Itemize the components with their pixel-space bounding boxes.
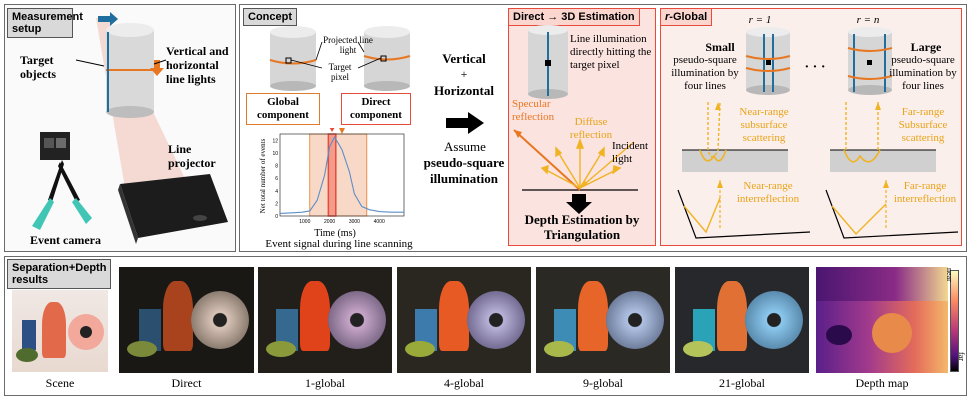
incident-label: Incident light bbox=[612, 140, 649, 165]
down-arrow-icon bbox=[566, 194, 592, 214]
r-global-tag-r: r bbox=[665, 11, 670, 23]
9-global-image bbox=[536, 267, 670, 373]
r-global-tag-rest: -Global bbox=[669, 11, 708, 23]
y-tick-label: 4 bbox=[275, 189, 278, 195]
21-global-image bbox=[675, 267, 809, 373]
global-component-box: Global component bbox=[246, 93, 320, 125]
direct-component-box: Direct component bbox=[341, 93, 411, 125]
rn-label: r = n bbox=[856, 14, 880, 26]
lights-label: Vertical and horizontal line lights bbox=[166, 44, 229, 86]
event-signal-line bbox=[279, 136, 404, 215]
depth-colorbar bbox=[950, 270, 959, 372]
line-projector-image bbox=[118, 174, 228, 244]
caption-1-global: 1-global bbox=[305, 376, 345, 390]
measurement-setup-tag: Measurement setup bbox=[7, 8, 83, 38]
r-global-box bbox=[660, 8, 962, 246]
illumination-label: illumination bbox=[430, 171, 498, 186]
plus-label: + bbox=[460, 67, 468, 81]
concept-panel bbox=[239, 4, 967, 252]
camera-label: Event camera bbox=[30, 233, 101, 247]
setup-illustration bbox=[32, 12, 228, 244]
r1-label: r = 1 bbox=[748, 14, 772, 26]
4-global-image bbox=[397, 267, 531, 373]
x-tick-label: 3000 bbox=[349, 219, 360, 225]
assume-label: Assume bbox=[444, 139, 486, 154]
near-subsurface-label: Near-range subsurface scattering bbox=[739, 106, 789, 144]
target-cylinder-image bbox=[106, 23, 154, 118]
rn-cylinder-image bbox=[847, 27, 893, 95]
chart-x-label: Time (ms) bbox=[314, 228, 356, 239]
near-interreflection-label: Near-range interreflection bbox=[736, 180, 800, 205]
blue-arrow-icon bbox=[98, 12, 118, 26]
depth-map-image bbox=[816, 267, 948, 373]
scene-image bbox=[12, 290, 108, 372]
far-subsurface-slab bbox=[830, 150, 936, 172]
caption-4-global: 4-global bbox=[444, 376, 484, 390]
large-body: pseudo-square illumination by four lines bbox=[889, 54, 957, 92]
y-tick-label: 8 bbox=[275, 164, 278, 170]
horizontal-label: Horizontal bbox=[434, 83, 494, 98]
global-pointer-icon bbox=[339, 128, 345, 134]
caption-21-global: 21-global bbox=[719, 376, 765, 390]
x-tick-label: 4000 bbox=[374, 219, 385, 225]
depth-estimation-label: Depth Estimation by Triangulation bbox=[524, 212, 640, 242]
colorbar-far-label: far bbox=[957, 352, 966, 361]
direct-result-image bbox=[119, 267, 254, 373]
concept-tag: Concept bbox=[243, 8, 297, 26]
x-tick-label: 1000 bbox=[299, 219, 310, 225]
small-body: pseudo-square illumination by four lines bbox=[671, 54, 739, 92]
colorbar-near-label: near bbox=[945, 268, 954, 282]
pseudo-square-label: pseudo-square bbox=[423, 155, 505, 170]
diffuse-label: Diffuse reflection bbox=[569, 116, 613, 141]
cylinder-left-image bbox=[269, 26, 317, 91]
caption-9-global: 9-global bbox=[583, 376, 623, 390]
direct-cylinder-image bbox=[528, 25, 568, 99]
concept-cylinders bbox=[269, 26, 411, 91]
dots-label: · · · bbox=[804, 60, 826, 75]
direct-line-text: Line illumination directly hitting the t… bbox=[570, 33, 652, 71]
small-head: Small bbox=[705, 40, 735, 54]
caption-depth-map: Depth map bbox=[855, 376, 909, 390]
y-tick-label: 12 bbox=[272, 138, 278, 144]
y-tick-label: 2 bbox=[275, 201, 278, 207]
cylinder-right-image bbox=[363, 26, 411, 91]
event-camera-image bbox=[32, 132, 92, 230]
specular-label: Specular reflection bbox=[512, 98, 555, 123]
near-subsurface-slab bbox=[682, 150, 788, 172]
y-tick-label: 10 bbox=[272, 151, 278, 157]
caption-direct: Direct bbox=[171, 376, 202, 390]
results-panel bbox=[4, 256, 967, 396]
chart-caption: Event signal during line scanning bbox=[265, 238, 413, 250]
global-band bbox=[309, 133, 368, 217]
target-objects-label: Target objects bbox=[20, 53, 56, 81]
vertical-label: Vertical bbox=[442, 51, 486, 66]
r1-cylinder-image bbox=[745, 27, 791, 95]
target-pixel-label: Target pixel bbox=[328, 62, 352, 82]
r-global-diagram bbox=[677, 27, 959, 239]
direct-tag: Direct → 3D Estimation bbox=[508, 8, 640, 26]
results-tag: Separation+Depth results bbox=[7, 259, 111, 289]
far-interreflection-label: Far-range interreflection bbox=[893, 180, 957, 205]
x-tick-label: 2000 bbox=[324, 219, 335, 225]
direct-diagram bbox=[513, 25, 638, 214]
event-signal-chart: 0 2 4 6 8 10 12 1000 2000 3000 4000 bbox=[272, 128, 405, 225]
caption-scene: Scene bbox=[45, 376, 75, 390]
direct-pointer-icon bbox=[329, 128, 335, 132]
r-global-tag: r-Global bbox=[660, 8, 713, 26]
1-global-image bbox=[258, 267, 392, 373]
y-tick-label: 6 bbox=[275, 176, 278, 182]
right-arrow-icon bbox=[446, 112, 484, 134]
projected-line-label: Projected line light bbox=[323, 35, 373, 55]
orange-arrow-icon bbox=[150, 60, 164, 76]
far-subsurface-label: Far-range Subsurface scattering bbox=[898, 106, 948, 144]
y-tick-label: 0 bbox=[275, 214, 278, 220]
large-head: Large bbox=[910, 40, 942, 54]
projector-label: Line projector bbox=[168, 142, 216, 170]
